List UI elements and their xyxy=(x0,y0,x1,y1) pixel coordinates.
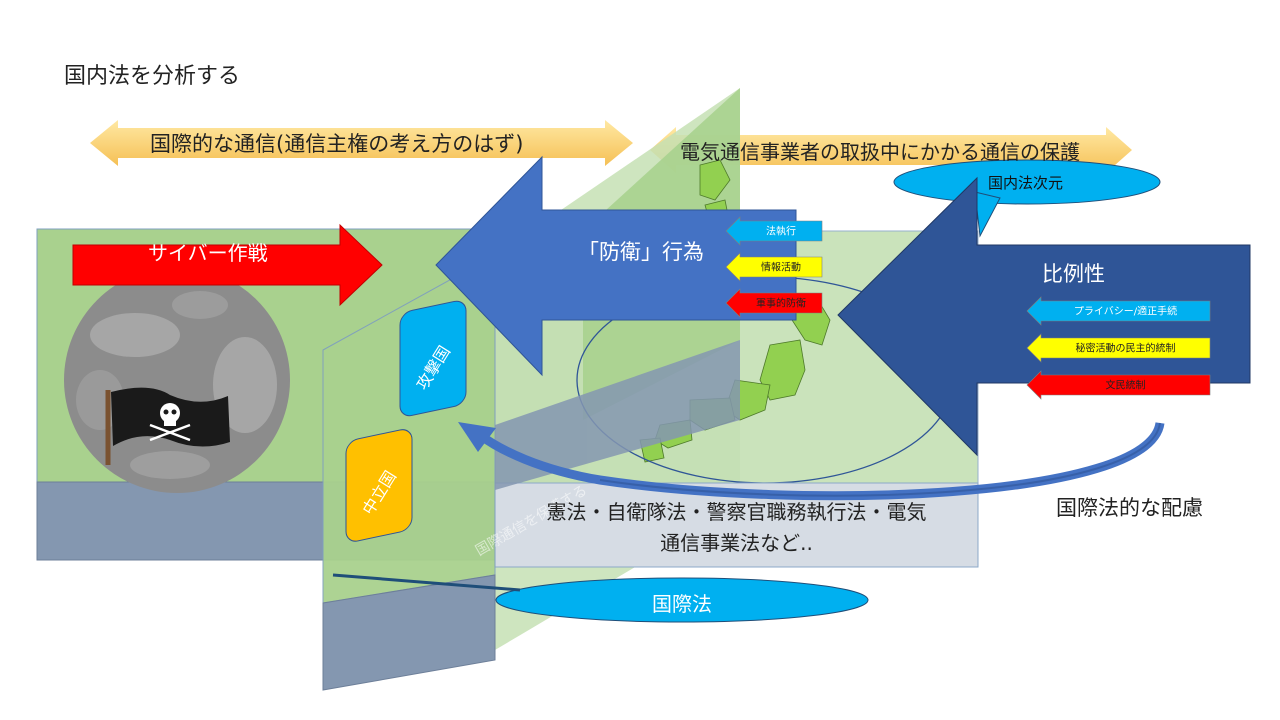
international-law-label: 国際法 xyxy=(652,592,712,616)
proportionality-item-arrow xyxy=(1026,333,1211,363)
international-comm-label: 国際的な通信(通信主権の考え方のはず) xyxy=(150,132,524,156)
moon-crater xyxy=(130,451,210,479)
crossbone xyxy=(149,423,191,442)
international-comm-arrow xyxy=(90,120,633,166)
proportionality-item-arrow xyxy=(1026,370,1211,400)
proportionality-item-label: プライバシー/適正手続 xyxy=(1074,305,1177,318)
international-plane-overlap xyxy=(495,340,740,490)
defense-label: 「防衛」行為 xyxy=(578,240,704,264)
international-law-callout xyxy=(495,577,869,623)
proportionality-item-label: 秘密活動の民主的統制 xyxy=(1076,342,1176,355)
moon-crater xyxy=(213,337,277,433)
domestic-dimension-pointer xyxy=(974,191,1001,238)
moon-crater xyxy=(172,291,228,319)
curved-return-arrow-edge xyxy=(599,422,1161,497)
defense-item-arrow xyxy=(725,288,823,318)
intl-consideration-label: 国際法的な配慮 xyxy=(1056,496,1203,520)
defense-item-label: 情報活動 xyxy=(761,261,801,274)
defense-item-label: 軍事的防衛 xyxy=(756,297,806,310)
defense-item-label: 法執行 xyxy=(766,225,796,238)
skull-eye xyxy=(163,409,169,415)
proportionality-label: 比例性 xyxy=(1042,262,1105,286)
international-law-pointer xyxy=(332,573,521,592)
defense-item-arrow xyxy=(725,216,823,246)
domestic-laws-line2: 通信事業法など.. xyxy=(660,531,813,555)
neutral-state-card xyxy=(345,429,413,542)
attacking-state-card xyxy=(399,300,467,417)
proportionality-item-label: 文民統制 xyxy=(1106,379,1146,392)
skull-eye xyxy=(171,409,177,415)
domestic-dimension-label: 国内法次元 xyxy=(988,174,1064,192)
cyber-operation-arrow xyxy=(72,223,383,307)
cyber-operation-label: サイバー作戦 xyxy=(148,241,268,265)
skull-icon xyxy=(160,403,180,423)
domestic-dimension-callout xyxy=(893,159,1161,205)
moon-crater xyxy=(90,313,180,357)
domestic-laws-line1: 憲法・自衛隊法・警察官職務執行法・電気 xyxy=(546,500,927,524)
defense-item-arrow xyxy=(725,252,823,282)
curved-return-arrowhead xyxy=(458,422,496,452)
slide-title: 国内法を分析する xyxy=(64,64,241,89)
skull-jaw xyxy=(164,420,176,426)
proportionality-item-arrow xyxy=(1026,296,1211,326)
telecom-protection-label: 電気通信事業者の取扱中にかかる通信の保護 xyxy=(680,140,1080,164)
